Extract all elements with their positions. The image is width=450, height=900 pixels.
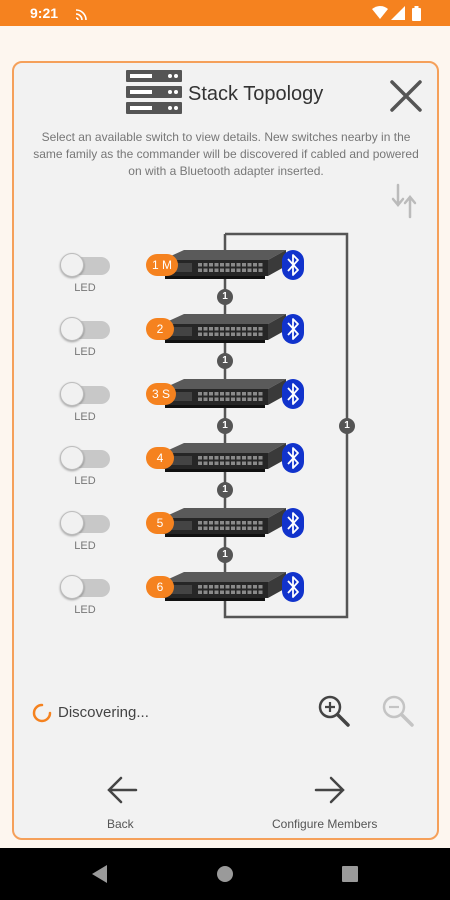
switch-device[interactable]	[160, 506, 288, 545]
led-label: LED	[74, 475, 96, 488]
stack-link-dot: 1	[217, 417, 233, 434]
cast-icon	[75, 9, 87, 20]
switch-device[interactable]	[160, 248, 288, 287]
close-icon[interactable]	[388, 78, 424, 114]
led-toggle[interactable]	[60, 251, 112, 279]
back-button[interactable]: Back	[100, 773, 146, 833]
stack-ring-dot: 1	[339, 418, 355, 434]
page-title: Stack Topology	[188, 83, 324, 105]
stack-link-dot: 1	[217, 353, 233, 370]
configure-members-button[interactable]: Configure Members	[270, 773, 392, 833]
status-time: 9:21	[30, 5, 59, 21]
zoom-out-icon[interactable]	[381, 694, 415, 728]
led-toggle[interactable]	[60, 509, 112, 537]
switch-device[interactable]	[160, 441, 288, 480]
battery-icon	[412, 6, 421, 21]
nav-recents-icon[interactable]	[342, 866, 358, 882]
led-label: LED	[74, 539, 96, 552]
arrow-right-icon	[314, 776, 345, 804]
stack-link-dot: 1	[217, 546, 233, 563]
switch-device[interactable]	[160, 570, 288, 609]
member-badge[interactable]: 3 S	[146, 382, 177, 405]
wifi-icon	[372, 6, 388, 19]
led-toggle[interactable]	[60, 315, 112, 343]
instructions-text: Select an available switch to view detai…	[33, 130, 419, 178]
led-toggle[interactable]	[60, 380, 112, 408]
discovery-text: Discovering...	[58, 704, 149, 721]
bluetooth-icon[interactable]	[282, 378, 304, 409]
status-bar: 9:21	[0, 0, 450, 26]
led-toggle-thumb	[60, 510, 84, 535]
loading-spinner-icon	[32, 703, 52, 723]
led-label: LED	[74, 282, 96, 294]
zoom-in-icon[interactable]	[317, 694, 351, 728]
nav-back-icon[interactable]	[92, 865, 108, 883]
led-toggle[interactable]	[60, 573, 112, 601]
led-toggle-thumb	[60, 446, 84, 471]
member-badge[interactable]: 6	[146, 576, 174, 598]
led-toggle-thumb	[60, 253, 84, 277]
led-label: LED	[74, 410, 96, 423]
led-toggle[interactable]	[60, 444, 112, 472]
led-toggle-thumb	[60, 317, 84, 342]
arrow-left-icon	[107, 776, 138, 804]
back-label: Back	[107, 817, 134, 831]
server-stack-icon	[126, 70, 182, 114]
member-badge[interactable]: 2	[146, 318, 174, 341]
bluetooth-icon[interactable]	[282, 507, 304, 538]
swap-vertical-icon[interactable]	[391, 183, 417, 219]
led-toggle-thumb	[60, 381, 84, 406]
member-badge[interactable]: 5	[146, 511, 174, 534]
switch-device[interactable]	[160, 377, 288, 416]
stack-link-dot: 1	[217, 289, 233, 305]
signal-icon	[391, 6, 405, 20]
stack-link-dot: 1	[217, 482, 233, 499]
configure-members-label: Configure Members	[272, 817, 378, 831]
member-badge[interactable]: 4	[146, 447, 174, 470]
bluetooth-icon[interactable]	[282, 250, 304, 280]
switch-device[interactable]	[160, 312, 288, 351]
bluetooth-icon[interactable]	[282, 443, 304, 474]
led-label: LED	[74, 604, 96, 616]
led-toggle-thumb	[60, 575, 84, 599]
member-badge[interactable]: 1 M	[146, 254, 179, 276]
nav-home-icon[interactable]	[216, 865, 234, 883]
system-nav-bar	[0, 848, 450, 900]
bluetooth-icon[interactable]	[282, 314, 304, 345]
bluetooth-icon[interactable]	[282, 572, 304, 602]
led-label: LED	[74, 346, 96, 359]
